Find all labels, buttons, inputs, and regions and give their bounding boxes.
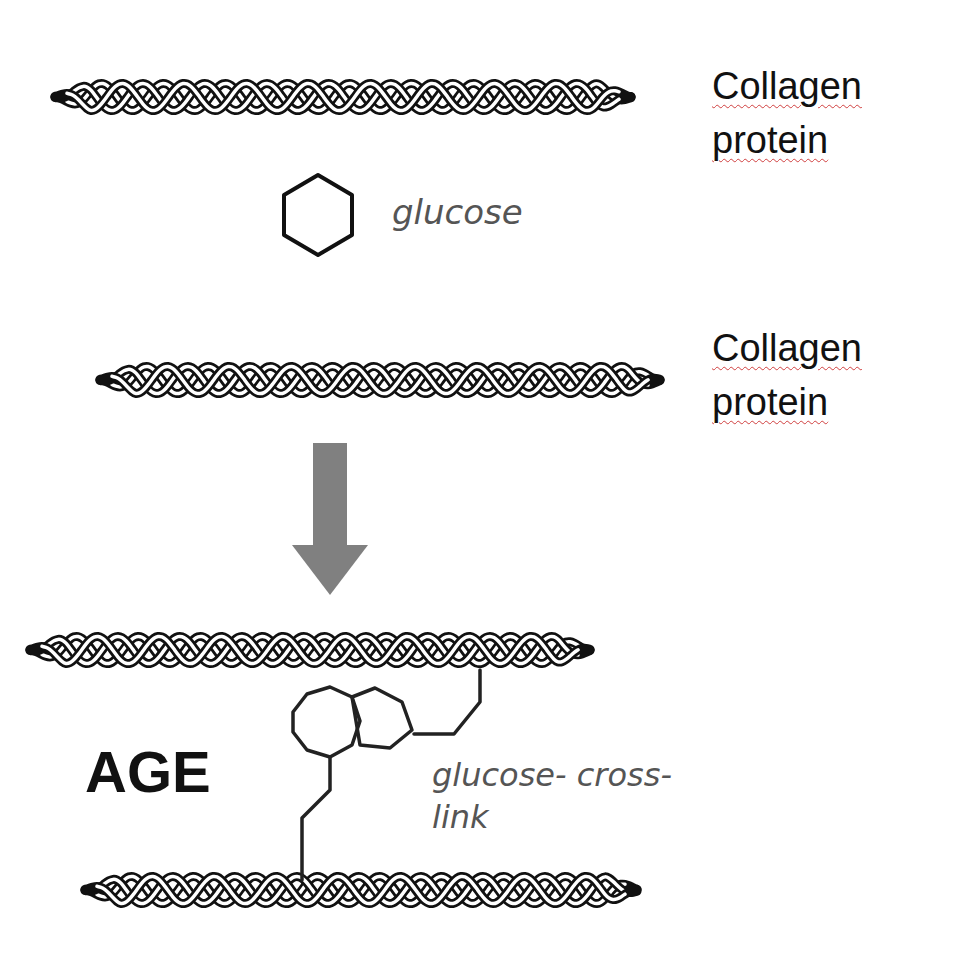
collagen-helix	[55, 83, 631, 110]
collagen-helix	[30, 636, 590, 663]
collagen-helix	[100, 366, 660, 393]
down-arrow	[292, 443, 368, 595]
molecule-label: glucose	[392, 192, 592, 233]
part-label: Collagen protein	[712, 60, 932, 168]
part-label: Collagen protein	[712, 322, 932, 430]
glucose-hexagon	[284, 175, 352, 255]
title-label: AGE	[85, 740, 285, 804]
collagen-helix	[85, 876, 637, 903]
cross-link-label: glucose- cross-link	[432, 755, 672, 838]
